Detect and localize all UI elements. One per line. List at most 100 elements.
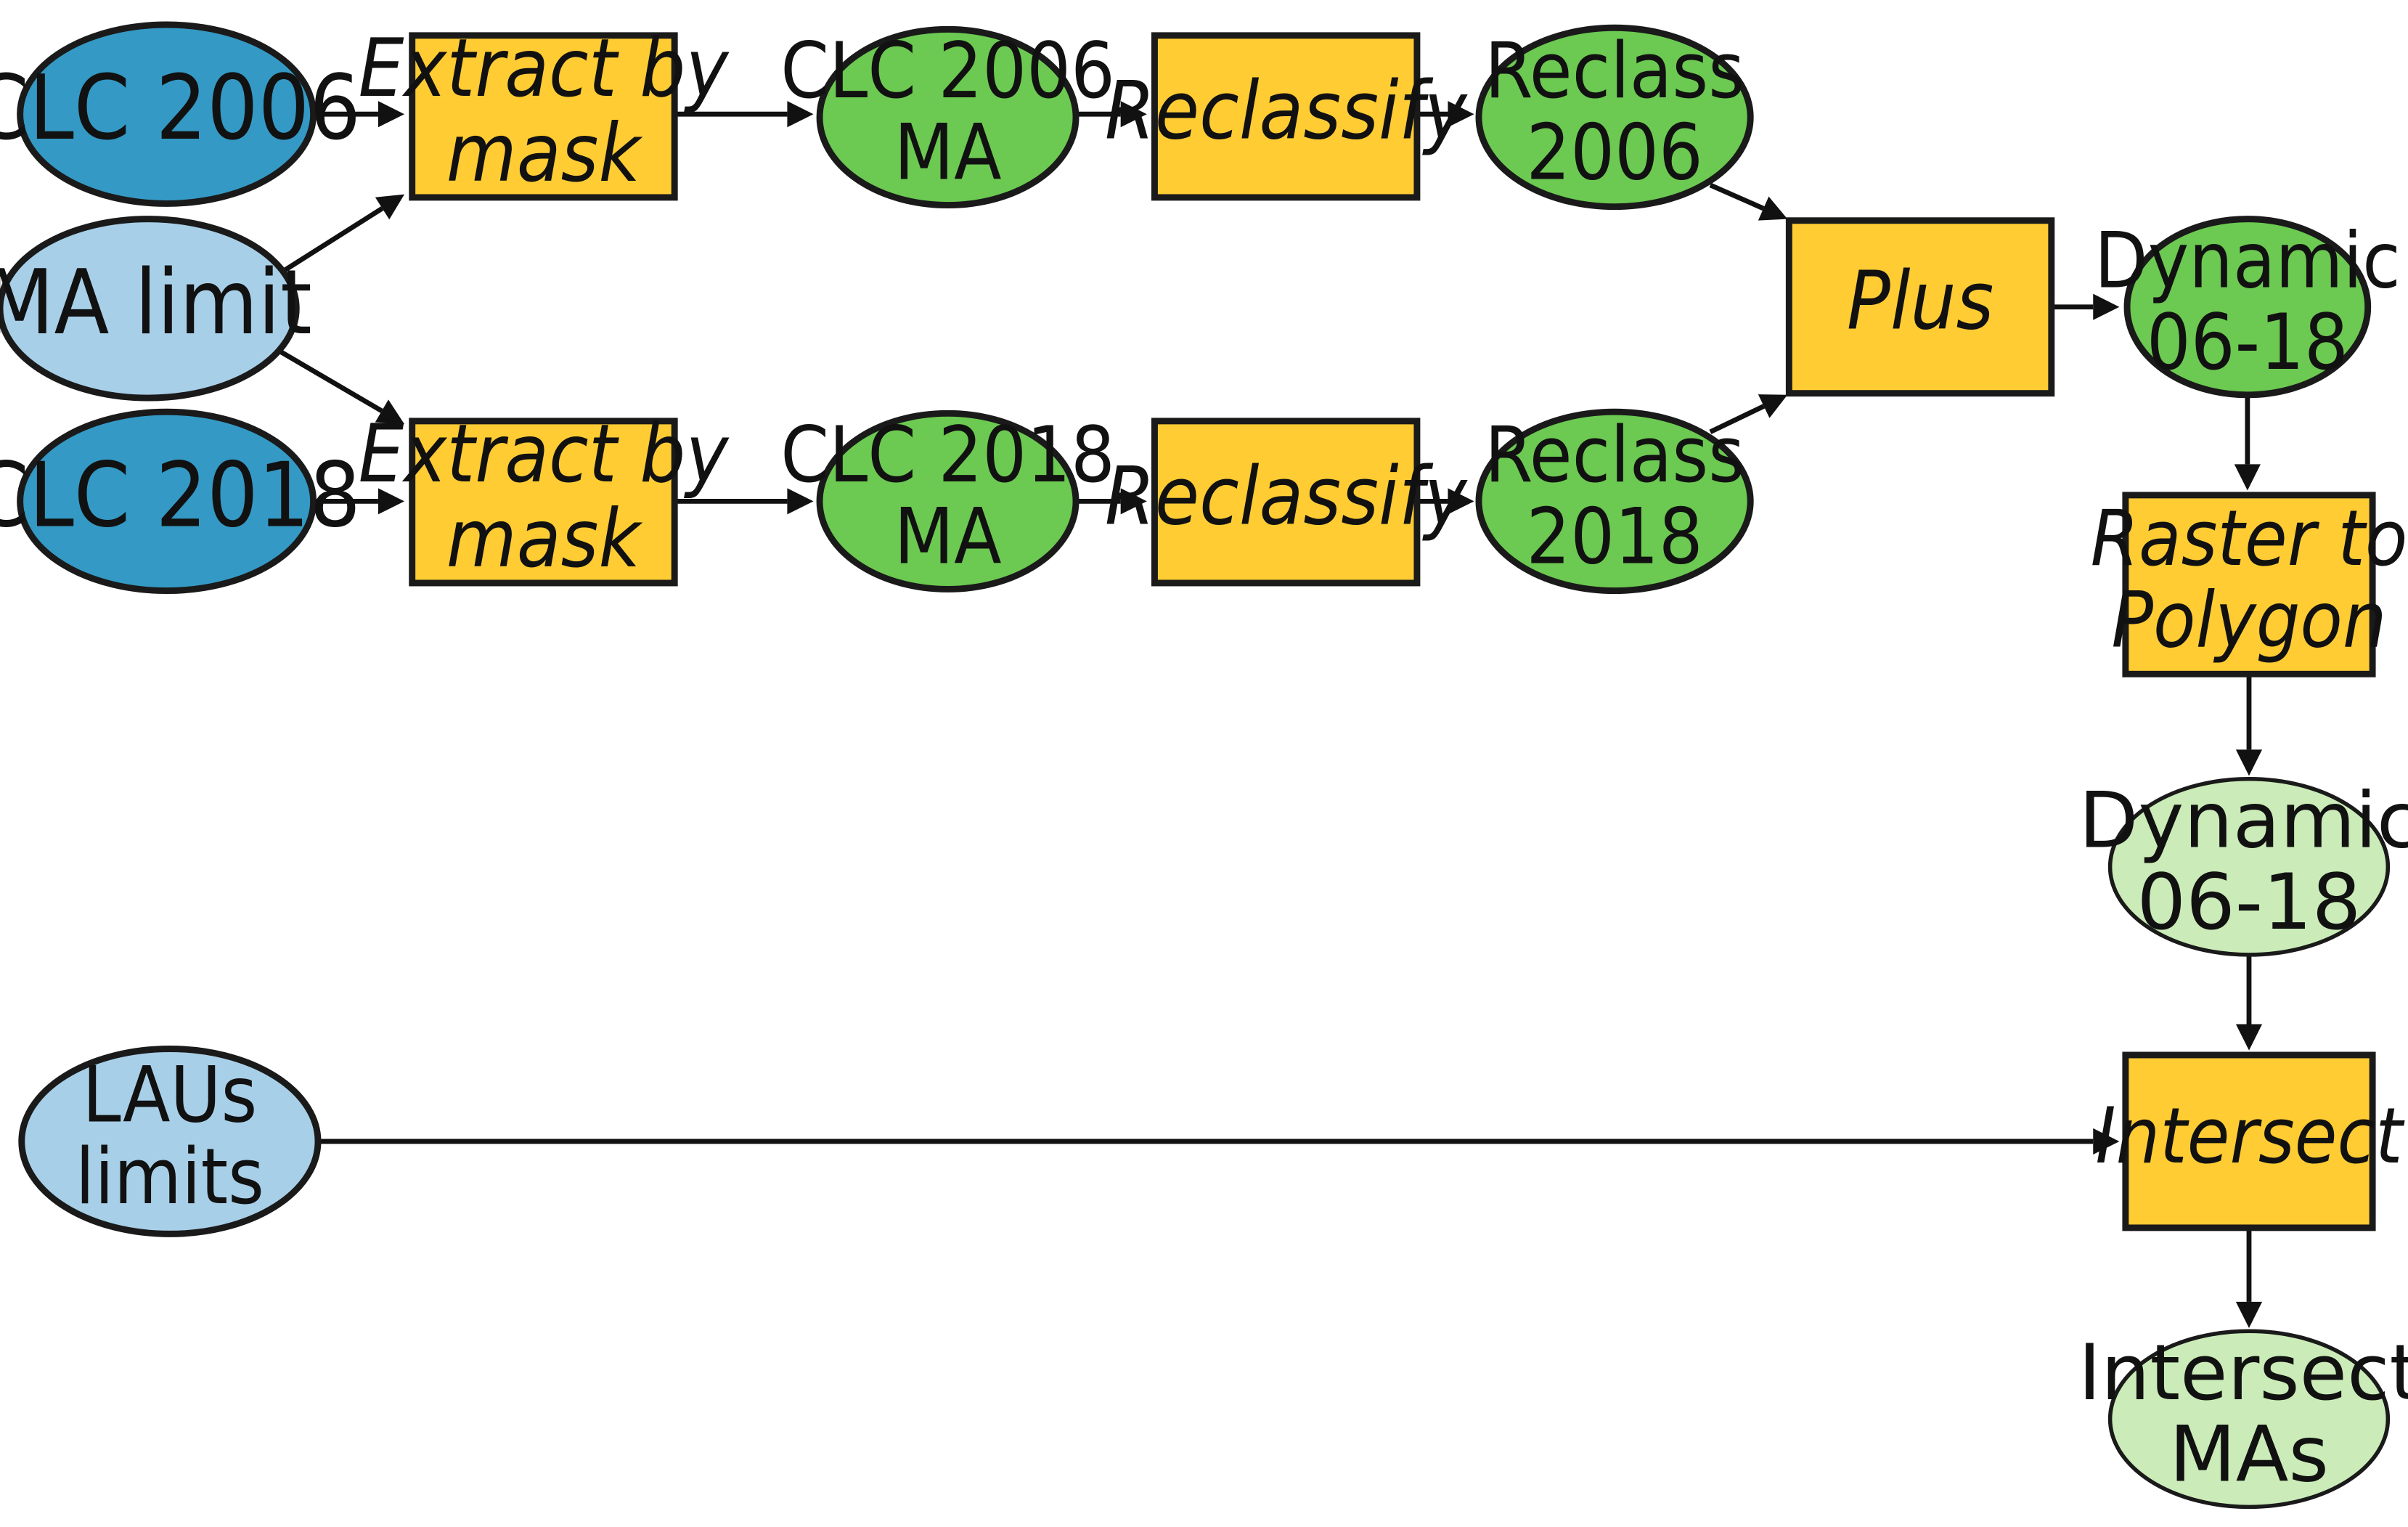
arrow-head-icon bbox=[1758, 196, 1788, 221]
node-label-line: CLC 2018 bbox=[0, 444, 361, 547]
edge-line bbox=[276, 206, 384, 277]
node-rect bbox=[1151, 418, 1421, 587]
arrow-head-icon bbox=[377, 488, 405, 515]
node-label-line: CLC 2006 bbox=[0, 57, 361, 160]
node-label-line: Plus bbox=[1847, 255, 1993, 349]
node-intersect[interactable]: Intersect bbox=[2095, 1051, 2405, 1231]
node-label-line: Reclass bbox=[1485, 26, 1744, 116]
node-label-line: Dynamic bbox=[2094, 216, 2401, 306]
node-label: Plus bbox=[1847, 255, 1993, 349]
node-plus[interactable]: Plus bbox=[1785, 217, 2055, 397]
node-ellipse bbox=[1475, 408, 1754, 595]
arrow-head-icon bbox=[375, 399, 405, 425]
node-label-line: Intersect bbox=[2078, 1328, 2408, 1418]
node-reclassify06[interactable]: Reclassify bbox=[1105, 32, 1469, 201]
node-ellipse bbox=[2123, 216, 2372, 399]
arrow-head-icon bbox=[1448, 101, 1474, 128]
node-label-line: Reclassify bbox=[1105, 65, 1469, 158]
node-label-line: Extract by bbox=[359, 407, 730, 501]
arrow-head-icon bbox=[787, 101, 814, 128]
node-reclassify18[interactable]: Reclassify bbox=[1105, 418, 1469, 587]
node-label-line: MA bbox=[894, 492, 1002, 582]
node-label-line: mask bbox=[446, 107, 643, 200]
node-ellipse bbox=[17, 21, 317, 207]
node-rect bbox=[1151, 32, 1421, 201]
node-ellipse bbox=[1475, 24, 1754, 211]
edge-clc2018ma-to-reclassify18 bbox=[1076, 488, 1147, 515]
node-rect bbox=[1785, 217, 2055, 397]
node-ellipse bbox=[0, 216, 300, 402]
edge-plus-to-dynamic_raster bbox=[2051, 293, 2120, 320]
arrow-head-icon bbox=[2234, 464, 2261, 491]
edge-line bbox=[1709, 182, 1765, 211]
node-clc2018[interactable]: CLC 2018 bbox=[0, 408, 361, 595]
edge-malimit-to-extract06 bbox=[276, 194, 405, 277]
node-ellipse bbox=[2107, 776, 2391, 957]
node-label-line: Reclass bbox=[1485, 410, 1744, 500]
node-rect bbox=[2122, 1051, 2376, 1231]
edge-clc2006-to-extract06 bbox=[314, 101, 405, 128]
node-ellipse bbox=[17, 408, 317, 595]
node-label: Reclassify bbox=[1105, 65, 1469, 158]
node-label-line: 06-18 bbox=[2137, 858, 2362, 948]
edge-reclassify06-to-reclass2006 bbox=[1416, 101, 1474, 128]
edge-dynamic_raster-to-rastertopoly bbox=[2234, 394, 2261, 491]
edge-reclass2006-to-plus bbox=[1709, 182, 1788, 221]
arrow-head-icon bbox=[1120, 101, 1147, 128]
node-label-line: limits bbox=[75, 1133, 264, 1223]
node-label-line: MAs bbox=[2169, 1410, 2329, 1500]
arrow-head-icon bbox=[2093, 1128, 2120, 1155]
node-label-line: MA bbox=[894, 108, 1002, 198]
arrow-head-icon bbox=[375, 194, 405, 220]
node-label-line: LAUs bbox=[82, 1051, 257, 1141]
node-malimit[interactable]: MA limit bbox=[0, 216, 312, 402]
edge-extract06-to-clc2006ma bbox=[674, 101, 814, 128]
edge-dynamic_poly-to-intersect bbox=[2235, 954, 2263, 1051]
node-label-line: 06-18 bbox=[2147, 298, 2348, 388]
node-label-line: Reclassify bbox=[1105, 450, 1469, 544]
node-rect bbox=[409, 418, 678, 587]
node-label-line: mask bbox=[446, 492, 643, 586]
edge-reclass2018-to-plus bbox=[1709, 394, 1788, 434]
node-clc2006[interactable]: CLC 2006 bbox=[0, 21, 361, 207]
arrow-head-icon bbox=[1448, 488, 1474, 515]
arrow-head-icon bbox=[1758, 394, 1788, 418]
node-ellipse bbox=[816, 410, 1079, 593]
node-ellipse bbox=[18, 1046, 322, 1237]
node-label-line: Dynamic bbox=[2079, 776, 2408, 866]
node-label-line: 2006 bbox=[1526, 108, 1702, 198]
arrow-head-icon bbox=[1120, 488, 1147, 515]
node-ellipse bbox=[816, 25, 1079, 208]
edges-layer bbox=[276, 101, 2263, 1328]
arrow-head-icon bbox=[2235, 1024, 2263, 1051]
node-label-line: Intersect bbox=[2095, 1091, 2405, 1181]
edge-laus-to-intersect bbox=[318, 1128, 2120, 1155]
node-rect bbox=[2122, 492, 2376, 677]
edge-extract18-to-clc2018ma bbox=[674, 488, 814, 515]
edge-line bbox=[277, 348, 383, 413]
node-ellipse bbox=[2107, 1329, 2391, 1510]
